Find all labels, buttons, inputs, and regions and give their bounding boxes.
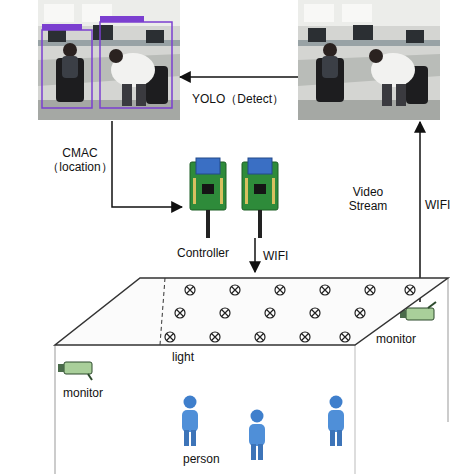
wall-edge [448,278,449,422]
light-symbol [230,285,240,295]
node-label: monitor [63,386,103,400]
light-symbol [405,285,415,295]
annotation: Video Stream [340,185,396,213]
annotation: YOLO（Detect） [188,92,288,106]
controller-board [190,158,226,238]
camera-icon [58,362,92,380]
wall-edge [355,345,356,474]
wifi-link [254,238,256,272]
room-box: monitor monitor person light [50,272,450,474]
zone-divider [160,278,165,345]
camera-frame [298,0,440,120]
light-symbol [300,332,310,342]
device-node: person [175,390,365,470]
light-symbol [210,332,220,342]
detection-tag [100,16,144,22]
room-outline [50,272,450,474]
light-symbol [185,285,195,295]
light-symbol [265,308,275,318]
controller-board [242,158,278,238]
light-symbol [320,285,330,295]
light-symbol [355,308,365,318]
person-figure [328,396,344,447]
device-node: monitor [55,356,125,402]
node-label: light [172,350,194,364]
person-figure [249,410,265,461]
device-node: monitor [374,302,442,350]
annotation: CMAC（location） [40,146,120,174]
light-symbol [340,332,350,342]
edge-label: WIFI [263,249,288,263]
node-label: Controller [177,246,229,260]
detection-frame [38,0,180,120]
light-symbol [220,308,230,318]
ceiling [55,278,448,345]
wall-edge [55,345,56,474]
node-label: person [183,452,220,466]
light-symbol [310,308,320,318]
light-symbol [165,332,175,342]
person-figure [182,396,198,447]
light-symbol [365,285,375,295]
video-arrow [419,122,421,302]
device-node: Controller [185,158,291,238]
detection-tag [42,24,82,30]
annotation: WIFI [425,198,465,212]
light-symbol [275,285,285,295]
cmac-arrow [112,121,182,207]
light-symbol [255,332,265,342]
detection-boxes [42,22,172,108]
light-symbol [175,308,185,318]
node-label: monitor [376,332,416,346]
yolo-arrow [180,76,298,78]
